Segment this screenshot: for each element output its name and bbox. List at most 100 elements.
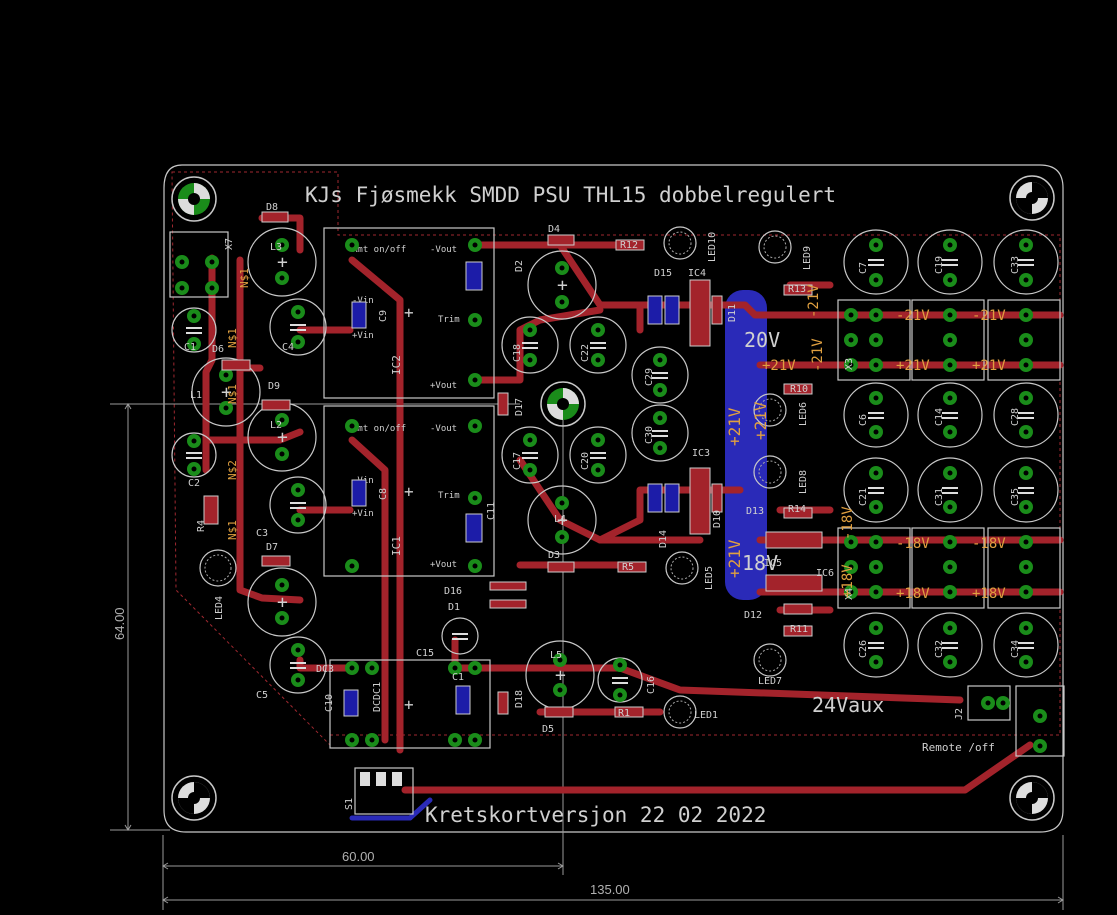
net-label: +18V: [972, 586, 1006, 602]
component-label: C9: [378, 310, 389, 322]
component-label: R1: [618, 708, 630, 719]
component-label: C21: [858, 488, 869, 506]
component-label: D18: [514, 690, 525, 708]
component-label: X3: [844, 358, 855, 370]
component-label: IC5: [764, 558, 782, 569]
net-label: N$1: [226, 328, 239, 348]
component-label: C26: [858, 640, 869, 658]
component-label: C19: [934, 256, 945, 274]
mounting-hole-center: [540, 381, 586, 427]
dcdc1-name: DCDC1: [372, 682, 383, 712]
net-label: +18V: [840, 564, 856, 598]
net-label: +21V: [725, 407, 744, 446]
keepout-outline: [171, 171, 1061, 747]
component-label: C6: [858, 414, 869, 426]
component-label: C5: [256, 690, 268, 701]
component-label: IC3: [692, 448, 710, 459]
component-label: LED1: [694, 710, 718, 721]
component-label: C29: [644, 368, 655, 386]
component-label: D1: [448, 602, 460, 613]
component-label: D3: [548, 550, 560, 561]
component-label: D10: [712, 510, 723, 528]
component-label: D11: [727, 304, 738, 322]
component-label: C35: [1010, 488, 1021, 506]
component-label: R4: [196, 520, 207, 532]
component-label: R14: [788, 504, 806, 515]
pads: [175, 238, 1047, 753]
component-label: C8: [378, 488, 389, 500]
component-label: C2: [188, 478, 200, 489]
component-label: C15: [416, 648, 434, 659]
svg-text:+: +: [277, 252, 288, 273]
module-ic1: Rmt on/off -Vout Trim +Vout -Vin +Vin IC…: [323, 405, 495, 577]
ic2-trim-label: Trim: [438, 315, 460, 325]
component-label: S1: [344, 798, 355, 810]
module-dcdc1: DCDC1 +: [329, 659, 491, 749]
ic1-trim-label: Trim: [438, 491, 460, 501]
component-label: C4: [282, 342, 294, 353]
component-label: R10: [790, 384, 808, 395]
ic1-name: IC1: [390, 536, 403, 556]
component-label: C17: [512, 452, 523, 470]
component-label: C14: [934, 408, 945, 426]
board-version: Kretskortversjon 22 02 2022: [425, 803, 766, 827]
component-label: X4: [844, 588, 855, 600]
svg-text:+: +: [277, 592, 288, 613]
component-label: C34: [1010, 640, 1021, 658]
component-label: D8: [266, 202, 278, 213]
component-label: L4: [554, 514, 566, 525]
component-label: D12: [744, 610, 762, 621]
component-label: C11: [486, 502, 497, 520]
component-label: LED9: [802, 246, 813, 270]
svg-text:+: +: [557, 510, 568, 531]
net-label: N$2: [226, 460, 239, 480]
component-label: D7: [266, 542, 278, 553]
component-label: C28: [1010, 408, 1021, 426]
net-label: -21V: [806, 284, 822, 318]
ic2-pvout-label: +Vout: [430, 381, 457, 391]
net-label: +21V: [751, 401, 770, 440]
component-label: DC3: [316, 664, 334, 675]
mounting-hole-bl: [171, 775, 217, 821]
component-label: LED4: [214, 596, 225, 620]
aux-label: 24Vaux: [812, 693, 884, 717]
component-label: LED8: [798, 470, 809, 494]
component-label: C18: [512, 344, 523, 362]
net-label: N$1: [226, 520, 239, 540]
component-label: C16: [646, 676, 657, 694]
component-label: D17: [514, 398, 525, 416]
net-label: +21V: [725, 539, 744, 578]
net-label: +21V: [896, 358, 930, 374]
net-labels: -21V+21V-21V+21V-18V+18V-18V+18V+21V-21V…: [226, 268, 1006, 602]
net-label: -21V: [810, 338, 826, 372]
rail-18v-label: 18V: [742, 551, 778, 575]
ic2-rmt-label: Rmt on/off: [352, 245, 406, 255]
svg-text:+: +: [404, 303, 414, 322]
remote-label: Remote /off: [922, 741, 995, 754]
component-label: J2: [954, 708, 965, 720]
component-label: LED6: [798, 402, 809, 426]
svg-text:+: +: [221, 382, 232, 403]
net-label: N$1: [238, 268, 251, 288]
board-outline: [163, 164, 1064, 833]
component-label: D6: [212, 344, 224, 355]
component-label: D16: [444, 586, 462, 597]
component-label: LED7: [758, 676, 782, 687]
component-label: R13: [788, 284, 806, 295]
component-label: C22: [580, 344, 591, 362]
ic1-rmt-label: Rmt on/off: [352, 424, 406, 434]
component-label: C32: [934, 640, 945, 658]
component-label: D15: [654, 268, 672, 279]
component-label: L1: [190, 390, 202, 401]
component-label: IC4: [688, 268, 706, 279]
component-label: C7: [858, 262, 869, 274]
smd-parts: [203, 211, 823, 718]
svg-text:+: +: [555, 665, 566, 686]
component-label: D2: [514, 260, 525, 272]
svg-text:+: +: [557, 275, 568, 296]
net-label: -18V: [896, 536, 930, 552]
component-label: C1: [184, 342, 196, 353]
component-label: R11: [790, 624, 808, 635]
